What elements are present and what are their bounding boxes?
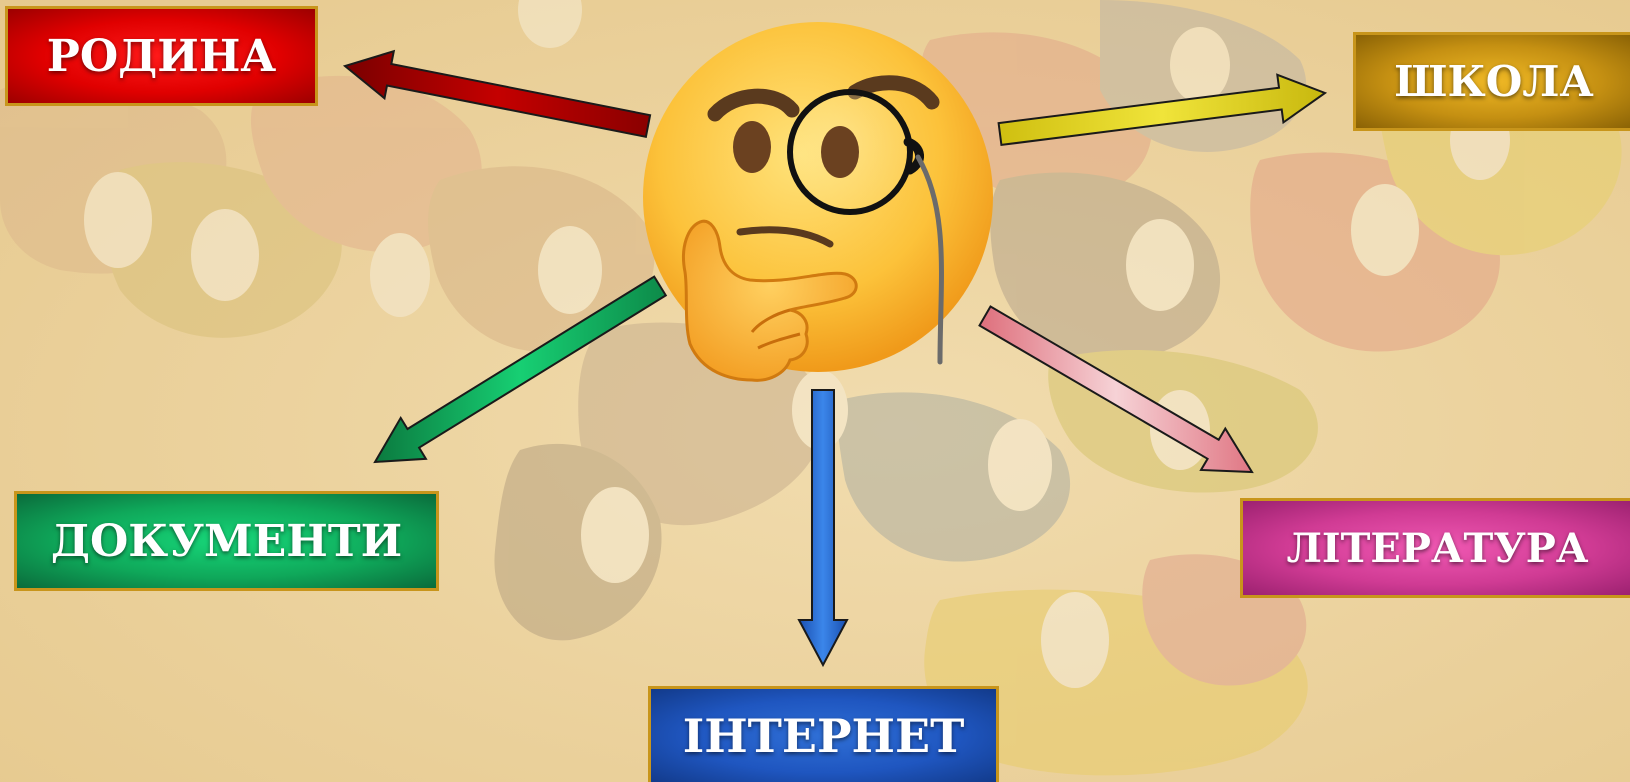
map-oval [1041, 592, 1109, 688]
thinking-hand [682, 219, 858, 382]
monocle-clip [903, 137, 924, 175]
finger-line [757, 332, 801, 350]
arrow-to-shkola [997, 73, 1328, 147]
monocle-cord [915, 154, 944, 365]
map-oval [191, 209, 259, 301]
label-rodyna-text: РОДИНА [46, 30, 277, 82]
label-dokumenty: ДОКУМЕНТИ [14, 491, 439, 591]
left-eye [733, 121, 771, 173]
map-oval [581, 487, 649, 583]
label-literatura-text: ЛІТЕРАТУРА [1286, 524, 1589, 572]
right-eye [821, 126, 859, 178]
map-oval [370, 233, 430, 317]
label-shkola: ШКОЛА [1353, 32, 1630, 131]
map-oval [988, 419, 1052, 511]
label-internet-text: ІНТЕРНЕТ [682, 709, 965, 763]
face-with-monocle-thinking-icon [643, 22, 993, 382]
map-region [250, 75, 482, 252]
label-internet: ІНТЕРНЕТ [648, 686, 999, 782]
mouth [736, 226, 834, 248]
map-oval [518, 0, 582, 48]
map-oval [1170, 27, 1230, 103]
left-eyebrow [707, 88, 800, 122]
label-dokumenty-text: ДОКУМЕНТИ [50, 515, 403, 567]
arrow-to-internet [797, 389, 849, 668]
map-oval [1126, 219, 1194, 311]
arrow-to-literatura [978, 305, 1254, 474]
arrow-to-dokumenty [373, 275, 668, 464]
map-oval [1351, 184, 1419, 276]
map-oval [84, 172, 152, 268]
map-oval [538, 226, 602, 314]
label-shkola-text: ШКОЛА [1394, 57, 1594, 106]
arrow-to-rodyna [342, 49, 652, 138]
label-literatura: ЛІТЕРАТУРА [1240, 498, 1630, 598]
finger-line [750, 308, 791, 333]
label-rodyna: РОДИНА [5, 6, 318, 106]
right-eyebrow [847, 75, 940, 110]
